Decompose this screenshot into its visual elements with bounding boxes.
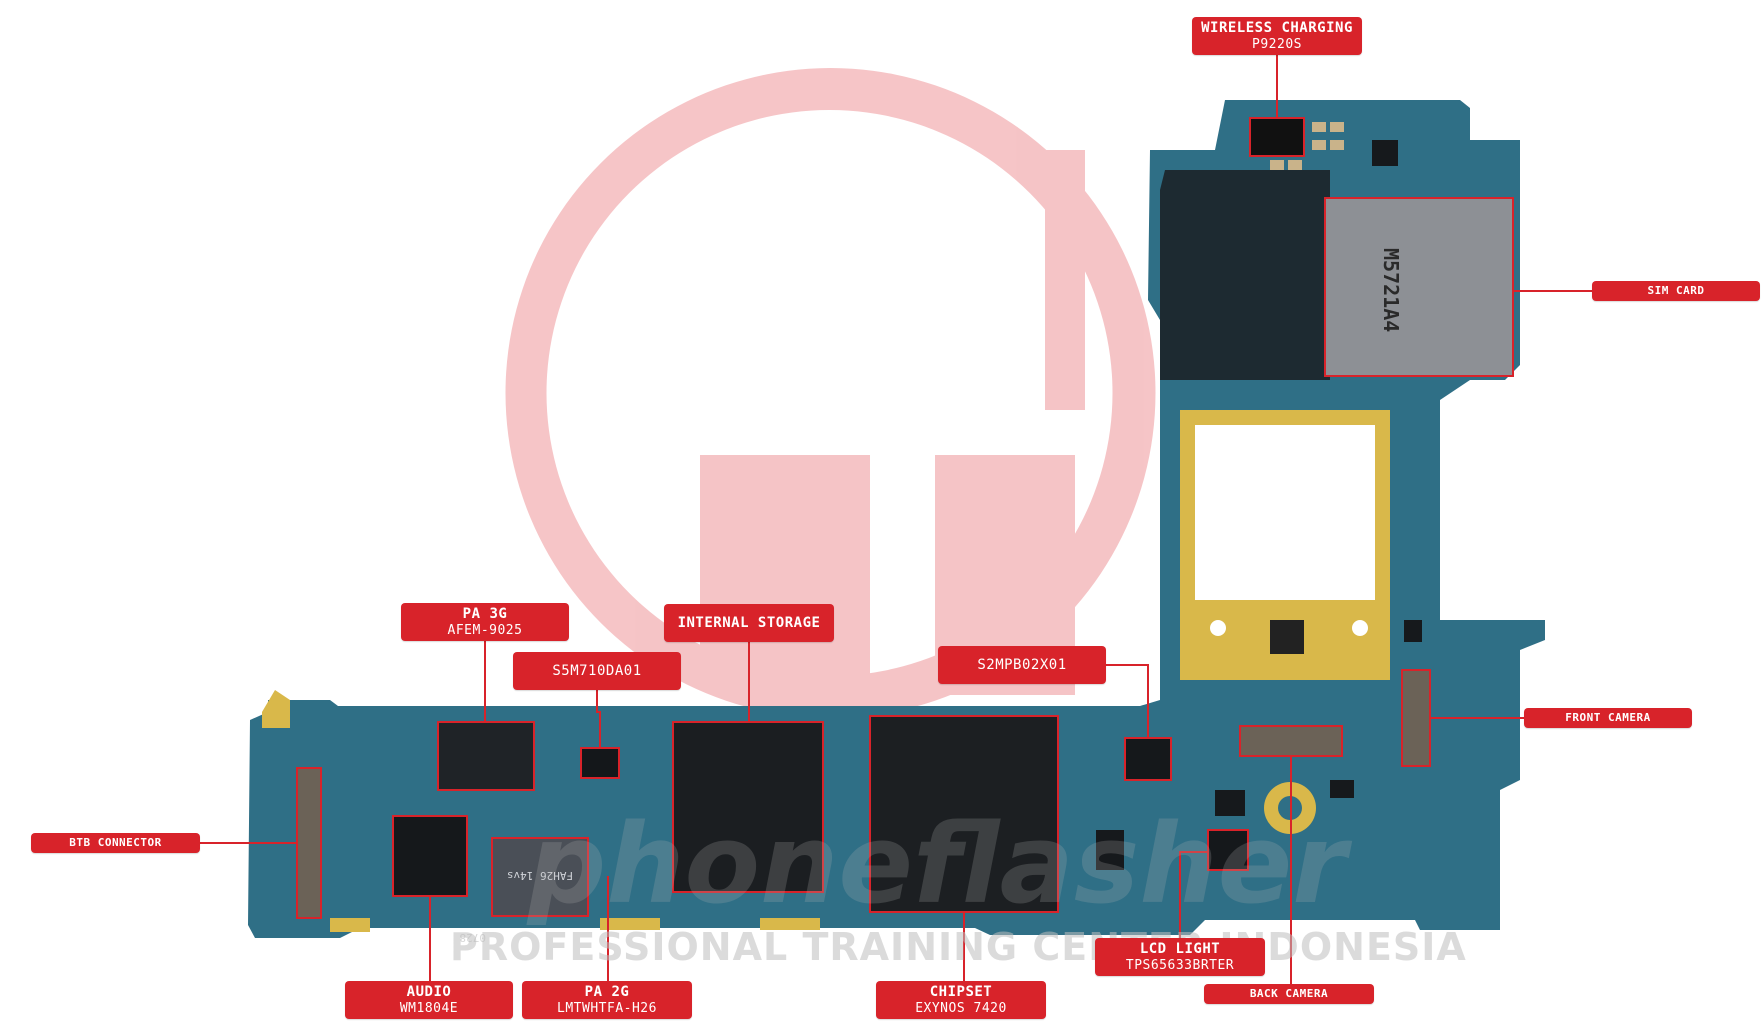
label-pa-3g-title: PA 3G	[462, 605, 508, 622]
label-audio-sub: WM1804E	[399, 1000, 459, 1016]
pa2g-chip-marking: FAH26 14vs	[507, 869, 573, 882]
leader-lcd-light	[1179, 851, 1208, 938]
leader-lines	[200, 54, 1592, 984]
leader-s2mpb02x01	[1106, 664, 1149, 738]
label-sim-card: SIM CARD	[1592, 281, 1760, 301]
label-back-camera-title: BACK CAMERA	[1249, 987, 1329, 1001]
label-s5m710da01-title: S5M710DA01	[552, 662, 642, 679]
label-wireless-charging-sub: P9220S	[1252, 36, 1302, 52]
label-s2mpb02x01-title: S2MPB02X01	[977, 656, 1067, 673]
watermark-tagline: PROFESSIONAL TRAINING CENTER INDONESIA	[450, 925, 1467, 969]
label-wireless-charging-title: WIRELESS CHARGING	[1201, 19, 1353, 36]
label-pa-3g: PA 3G AFEM-9025	[401, 603, 569, 641]
label-s2mpb02x01: S2MPB02X01	[938, 646, 1106, 684]
label-pa-2g: PA 2G LMTWHTFA-H26	[522, 981, 692, 1019]
label-s5m710da01: S5M710DA01	[513, 652, 681, 690]
label-btb-connector-title: BTB CONNECTOR	[69, 836, 162, 850]
watermark-logo	[505, 68, 1156, 718]
sim-tray-marking: M5721A4	[1379, 248, 1403, 332]
label-back-camera: BACK CAMERA	[1204, 984, 1374, 1004]
label-chipset-sub: EXYNOS 7420	[915, 1000, 1007, 1016]
label-front-camera-title: FRONT CAMERA	[1565, 711, 1651, 725]
label-chipset: CHIPSET EXYNOS 7420	[876, 981, 1046, 1019]
label-lcd-light-sub: TPS65633BRTER	[1125, 957, 1235, 973]
label-sim-card-title: SIM CARD	[1647, 284, 1705, 298]
label-wireless-charging: WIRELESS CHARGING P9220S	[1192, 17, 1362, 55]
watermark-brand: phoneflasher	[527, 800, 1347, 928]
label-pa-2g-title: PA 2G	[584, 983, 630, 1000]
label-internal-storage-title: INTERNAL STORAGE	[677, 614, 821, 631]
label-pa-2g-sub: LMTWHTFA-H26	[557, 1000, 657, 1016]
label-pa-3g-sub: AFEM-9025	[447, 622, 523, 638]
label-audio: AUDIO WM1804E	[345, 981, 513, 1019]
leader-s5m710da01	[596, 689, 601, 748]
label-front-camera: FRONT CAMERA	[1524, 708, 1692, 728]
label-lcd-light-title: LCD LIGHT	[1139, 940, 1221, 957]
board-code: 0728	[460, 931, 487, 944]
label-lcd-light: LCD LIGHT TPS65633BRTER	[1095, 938, 1265, 976]
label-btb-connector: BTB CONNECTOR	[31, 833, 200, 853]
main-board: M5721A4 FAH26 14vs 0728	[248, 100, 1545, 944]
label-internal-storage: INTERNAL STORAGE	[664, 604, 834, 642]
label-audio-title: AUDIO	[406, 983, 452, 1000]
label-chipset-title: CHIPSET	[929, 983, 993, 1000]
